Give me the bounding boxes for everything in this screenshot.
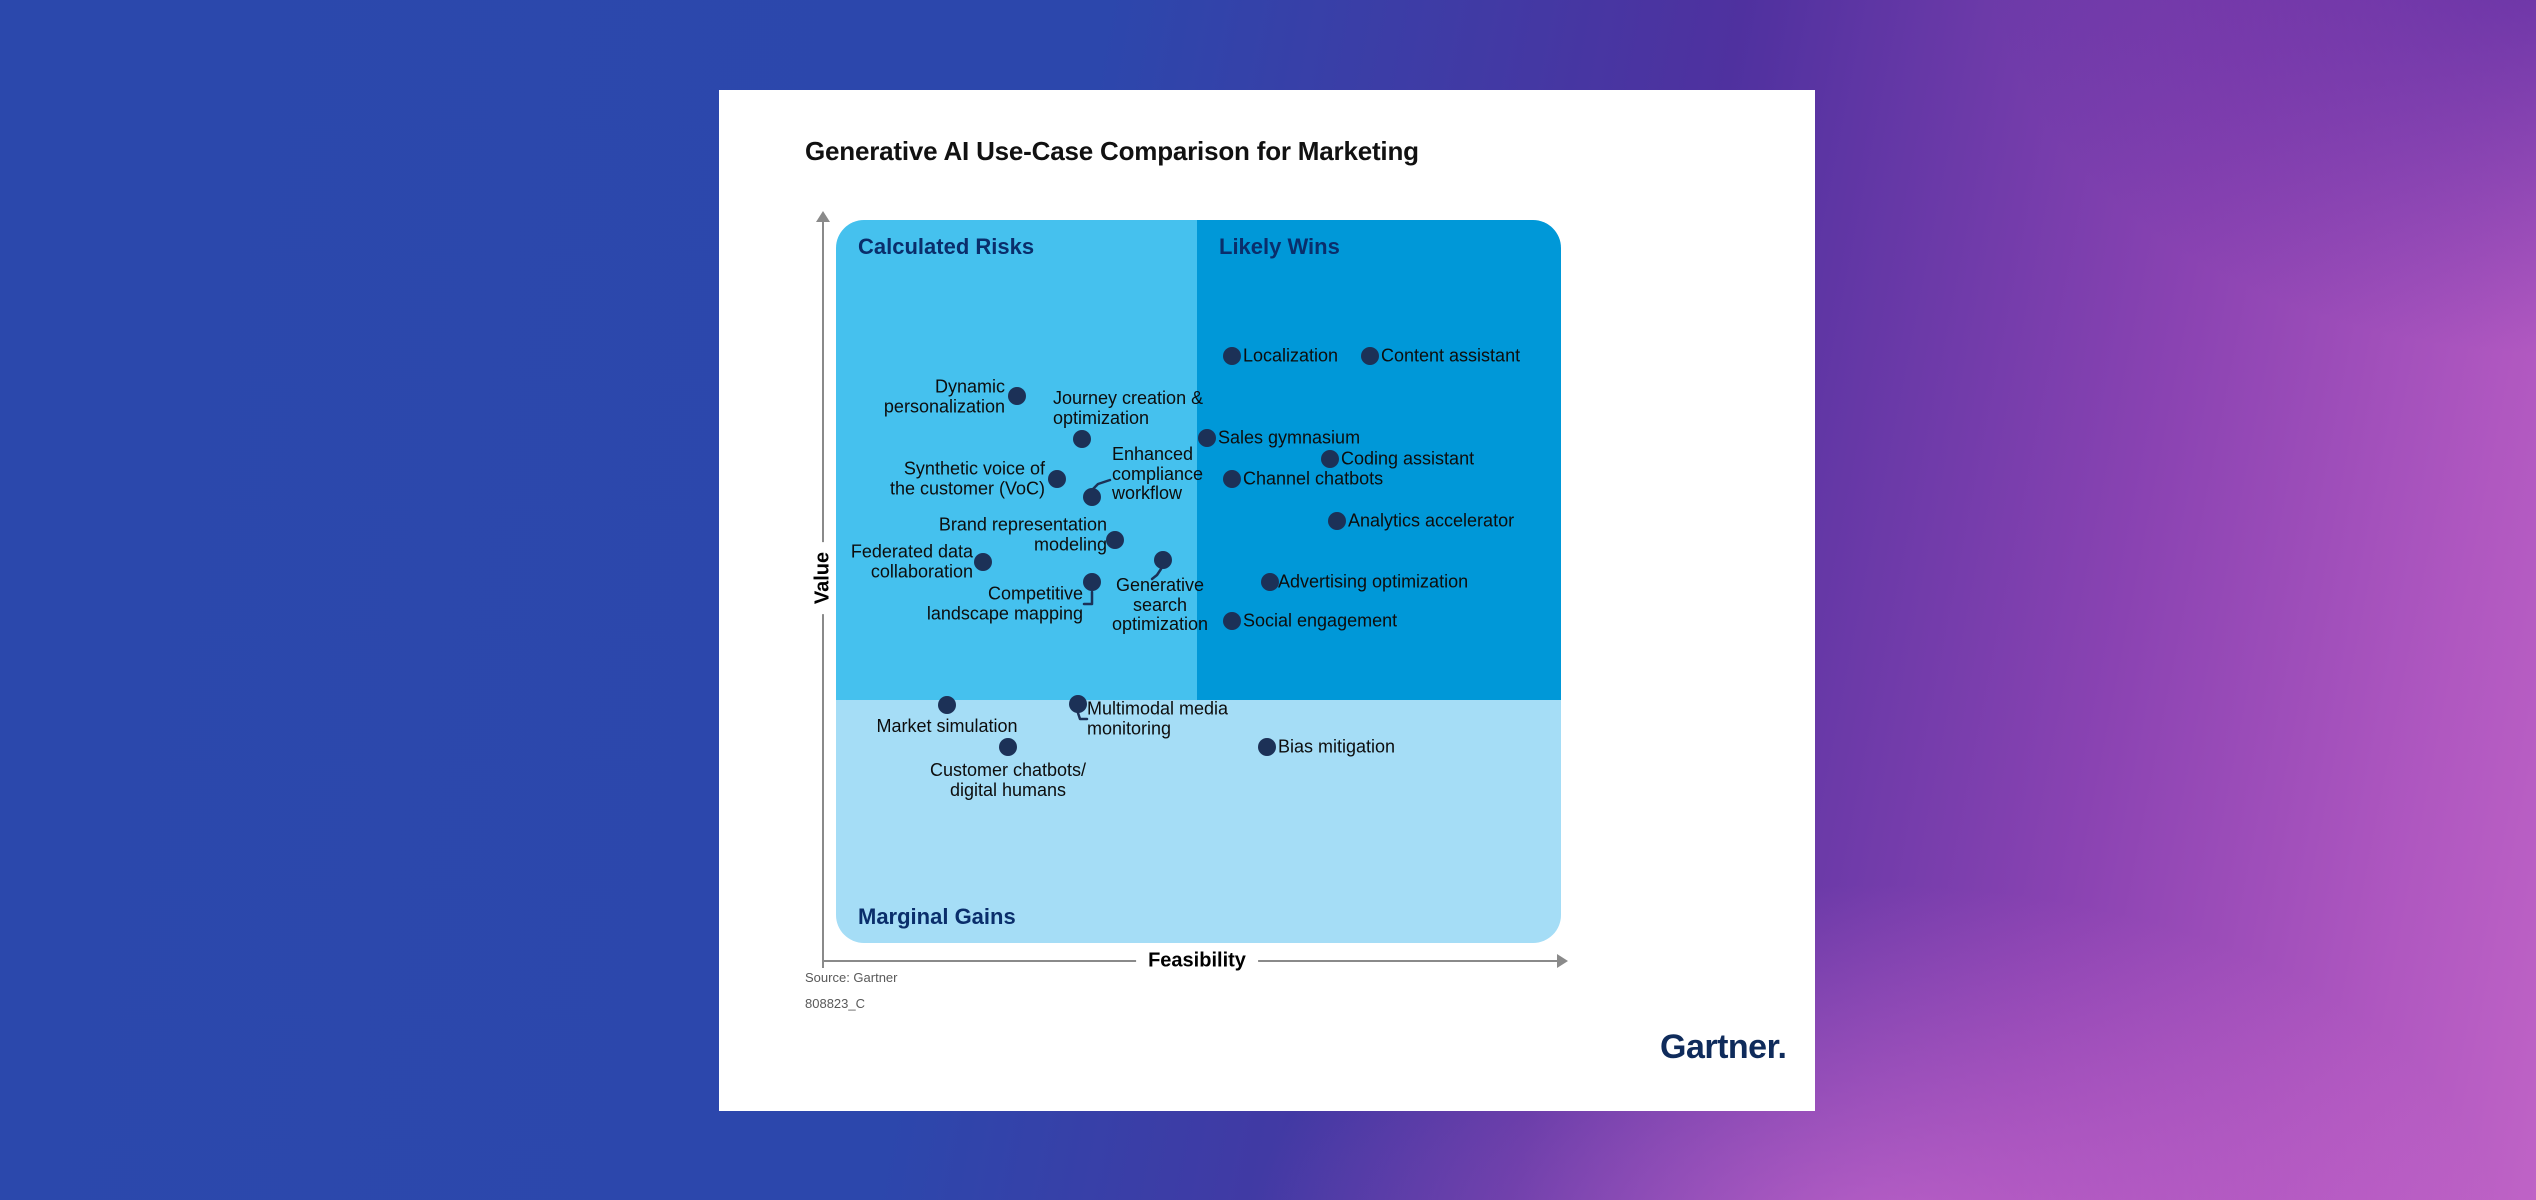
gartner-logo: Gartner. bbox=[1660, 1028, 1787, 1066]
point-dot-coding-assistant bbox=[1321, 450, 1339, 468]
x-axis-arrow-icon bbox=[1557, 954, 1568, 968]
point-label-customer-chatbots-digital-humans: Customer chatbots/digital humans bbox=[929, 760, 1087, 800]
point-dot-sales-gymnasium bbox=[1198, 429, 1216, 447]
point-dot-enhanced-compliance-workflow bbox=[1083, 488, 1101, 506]
point-dot-dynamic-personalization bbox=[1008, 387, 1026, 405]
point-dot-analytics-accelerator bbox=[1328, 512, 1346, 530]
source-note: Source: Gartner bbox=[805, 970, 898, 985]
point-label-market-simulation: Market simulation bbox=[876, 716, 1018, 736]
point-dot-bias-mitigation bbox=[1258, 738, 1276, 756]
point-label-channel-chatbots: Channel chatbots bbox=[1243, 468, 1384, 489]
point-label-sales-gymnasium: Sales gymnasium bbox=[1218, 427, 1361, 448]
y-axis-arrow-icon bbox=[816, 211, 830, 222]
document-id: 808823_C bbox=[805, 996, 865, 1011]
y-axis-label: Value bbox=[807, 541, 839, 615]
point-label-content-assistant: Content assistant bbox=[1381, 345, 1521, 366]
quadrant-marginal-gains: Marginal Gains bbox=[836, 700, 1561, 943]
point-dot-customer-chatbots-digital-humans bbox=[999, 738, 1017, 756]
point-dot-competitive-landscape-mapping bbox=[1083, 573, 1101, 591]
point-label-bias-mitigation: Bias mitigation bbox=[1278, 736, 1396, 757]
quadrant-title-likely-wins: Likely Wins bbox=[1219, 234, 1340, 259]
quadrant-title-calculated-risks: Calculated Risks bbox=[858, 234, 1035, 259]
quadrant-calculated-risks: Calculated Risks bbox=[836, 220, 1197, 700]
point-dot-generative-search-optimization bbox=[1154, 551, 1172, 569]
quadrant-title-marginal-gains: Marginal Gains bbox=[858, 904, 1016, 929]
quadrant-likely-wins: Likely Wins bbox=[1197, 220, 1561, 700]
point-label-localization: Localization bbox=[1243, 345, 1339, 366]
point-label-journey-creation-optimization: Journey creation &optimization bbox=[1053, 388, 1204, 428]
point-dot-channel-chatbots bbox=[1223, 470, 1241, 488]
point-dot-multimodal-media-monitoring bbox=[1069, 695, 1087, 713]
point-dot-synthetic-voice-of-the-customer-voc bbox=[1048, 470, 1066, 488]
point-dot-market-simulation bbox=[938, 696, 956, 714]
point-dot-brand-representation-modeling bbox=[1106, 531, 1124, 549]
point-dot-federated-data-collaboration bbox=[974, 553, 992, 571]
point-dot-advertising-optimization bbox=[1261, 573, 1279, 591]
point-dot-social-engagement bbox=[1223, 612, 1241, 630]
point-dot-journey-creation-optimization bbox=[1073, 430, 1091, 448]
x-axis-label: Feasibility bbox=[1136, 947, 1258, 975]
chart-card: Generative AI Use-Case Comparison for Ma… bbox=[719, 90, 1815, 1111]
point-label-analytics-accelerator: Analytics accelerator bbox=[1348, 510, 1515, 531]
point-label-advertising-optimization: Advertising optimization bbox=[1278, 571, 1469, 592]
point-label-social-engagement: Social engagement bbox=[1243, 610, 1398, 631]
point-dot-localization bbox=[1223, 347, 1241, 365]
point-dot-content-assistant bbox=[1361, 347, 1379, 365]
quadrant-box: Calculated Risks Likely Wins Marginal Ga… bbox=[836, 220, 1561, 943]
page-title: Generative AI Use-Case Comparison for Ma… bbox=[805, 136, 1419, 166]
point-label-coding-assistant: Coding assistant bbox=[1341, 448, 1475, 469]
